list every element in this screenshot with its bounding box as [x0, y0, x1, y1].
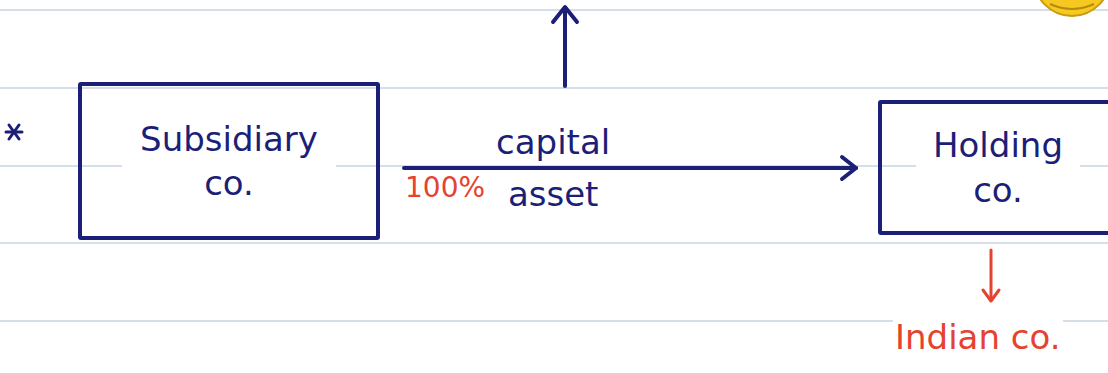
- note-label: 100%: [403, 170, 487, 205]
- down-arrow: [983, 250, 999, 301]
- note-label: Indian co.: [893, 316, 1063, 359]
- ruled-line: [0, 242, 1108, 244]
- box-text: Holding co.: [916, 123, 1080, 211]
- ruled-line: [0, 9, 1108, 11]
- box-text: Subsidiary co.: [122, 117, 336, 205]
- arrow-head: [842, 157, 856, 179]
- edge-label: capital asset: [496, 116, 610, 220]
- process-box: Holding co.: [878, 100, 1108, 235]
- up-arrow: [553, 7, 577, 86]
- ruled-line: [0, 87, 1108, 89]
- bullet-mark: [6, 125, 22, 139]
- process-box: Subsidiary co.: [78, 82, 380, 240]
- emoji-sticker: [1034, 0, 1108, 16]
